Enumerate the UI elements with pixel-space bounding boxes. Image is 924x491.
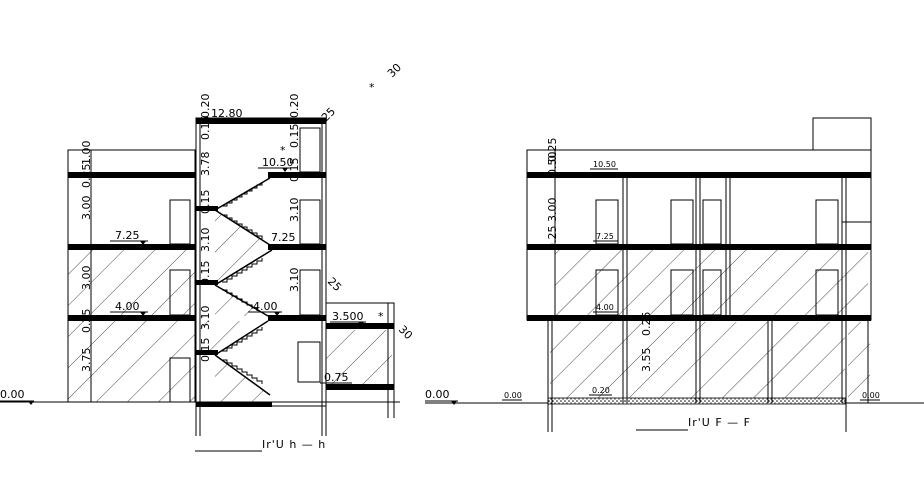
level-markers: 0.00 0.00 0.00 10.50 7.25 4.00 0.20 — [425, 160, 880, 405]
level-markers: 0.00 4.00 7.25 10.50 12.80 4.00 7.25 3.5… — [0, 107, 366, 405]
dim-text: 0.15 — [288, 158, 301, 183]
dim-text: 1.00 — [80, 141, 93, 166]
angle-label: 30 — [385, 61, 404, 80]
dim-text: 0.20 — [288, 94, 301, 119]
right-annex — [325, 302, 395, 418]
level-label: 3.500 — [332, 310, 364, 323]
dim-text: 0.15 — [199, 116, 212, 141]
floor-slab — [68, 244, 195, 250]
angle-label: 30 — [396, 323, 415, 342]
level-label: 4.00 — [115, 300, 140, 313]
dim-text: 3.55 — [640, 348, 653, 373]
landing-slab — [196, 206, 218, 211]
level-label: 12.80 — [211, 107, 243, 120]
hatch-area — [68, 320, 195, 402]
hatch-area — [68, 250, 195, 316]
level-label: 4.00 — [596, 303, 614, 312]
right-section: 0.00 0.00 0.00 10.50 7.25 4.00 0.20 0.50… — [425, 117, 924, 432]
section-title: Ir'U h — h — [262, 438, 326, 451]
level-label: 7.25 — [271, 231, 296, 244]
door — [169, 199, 191, 245]
dim-text: 3.10 — [288, 198, 301, 223]
dim-text: 3.00 — [546, 198, 559, 223]
dim-text: 0.25 — [80, 309, 93, 334]
door — [169, 269, 191, 316]
level-label: 0.00 — [425, 388, 450, 401]
roof-slab — [196, 118, 326, 124]
dim-text: 3.75 — [80, 348, 93, 373]
vertical-dimensions: 3.75 0.25 3.00 3.00 0.25 1.00 0.20 0.15 … — [80, 94, 301, 373]
landing-slab — [268, 172, 326, 178]
level-label: 0.75 — [324, 371, 349, 384]
ground-slab — [196, 402, 272, 407]
dim-text: 0.15 — [199, 190, 212, 215]
dim-text: 3.10 — [199, 228, 212, 253]
landing-slab — [196, 280, 218, 285]
dim-text: 3.10 — [199, 306, 212, 331]
dim-text: 0.15 — [199, 338, 212, 363]
vertical-dimensions: 0.50 0.25 3.00 0.25 3.55 0.25 — [546, 138, 653, 373]
level-label: 0.20 — [592, 386, 610, 395]
landing-slab — [268, 244, 326, 250]
dim-text: 0.25 — [640, 312, 653, 337]
level-label: 10.50 — [262, 156, 294, 169]
dim-text: 3.00 — [80, 266, 93, 291]
floor-slab — [68, 315, 195, 321]
level-label: 7.25 — [596, 232, 614, 241]
left-wing — [67, 149, 196, 403]
level-label: 7.25 — [115, 229, 140, 242]
dim-text: 3.00 — [80, 196, 93, 221]
angle-marker: * — [280, 144, 286, 157]
level-label: 4.00 — [253, 300, 278, 313]
angle-marker: * — [369, 81, 375, 94]
door — [169, 357, 191, 403]
level-label: 0.00 — [0, 388, 25, 401]
dim-text: 0.25 — [546, 226, 559, 251]
section-title: Ir'U F — F — [688, 416, 751, 429]
angle-marker: * — [378, 310, 384, 323]
stair-core — [195, 117, 327, 436]
angle-label: 25 — [325, 275, 344, 294]
dim-text: 0.15 — [199, 261, 212, 286]
columns — [547, 150, 871, 432]
level-label: 0.00 — [504, 391, 522, 400]
landing-slab — [196, 350, 218, 355]
left-section: 0.00 4.00 7.25 10.50 12.80 4.00 7.25 3.5… — [0, 61, 415, 452]
dim-text: 0.25 — [80, 164, 93, 189]
dim-text: 3.78 — [199, 152, 212, 177]
dim-text: 3.10 — [288, 268, 301, 293]
floor-slab — [68, 172, 195, 178]
dim-text: 0.50 — [546, 152, 559, 177]
dim-text: 0.15 — [288, 124, 301, 149]
dim-text: 0.20 — [199, 94, 212, 119]
doors — [595, 199, 839, 316]
dim-text: 0.25 — [546, 138, 559, 163]
level-label: 10.50 — [593, 160, 616, 169]
level-label: 0.00 — [862, 391, 880, 400]
landing-slab — [268, 315, 326, 321]
